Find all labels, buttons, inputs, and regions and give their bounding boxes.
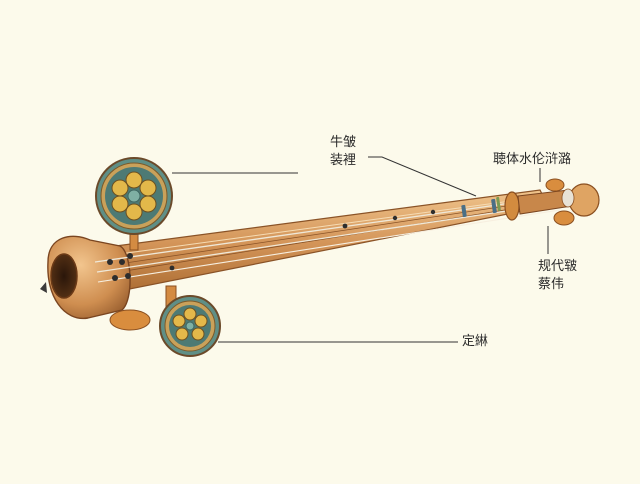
label-top: 牛皱 装裡 [330, 134, 356, 170]
upper-ornament-disc [95, 157, 173, 235]
tuning-peg-bottom [553, 210, 575, 226]
label-right-mid-line1: 规代皲 [538, 259, 578, 274]
lower-ornament-disc [159, 295, 221, 357]
label-top-line1: 牛皱 [330, 135, 357, 150]
sound-hole [50, 253, 78, 299]
leader-top-label [368, 156, 477, 197]
tuning-peg-top [545, 178, 565, 192]
nut-ring [504, 191, 520, 221]
label-top-line2: 装裡 [330, 153, 357, 168]
end-pin [40, 282, 47, 293]
lower-foot [109, 309, 151, 331]
label-right-mid: 规代皲 蔡伟 [538, 258, 577, 294]
string-3 [97, 209, 561, 283]
string-2 [96, 202, 561, 273]
string-1 [94, 195, 561, 263]
label-bottom: 定綝 [462, 334, 489, 349]
label-right-top: 聴体水伦浒潞 [493, 152, 572, 167]
label-right-mid-line2: 蔡伟 [538, 277, 565, 292]
